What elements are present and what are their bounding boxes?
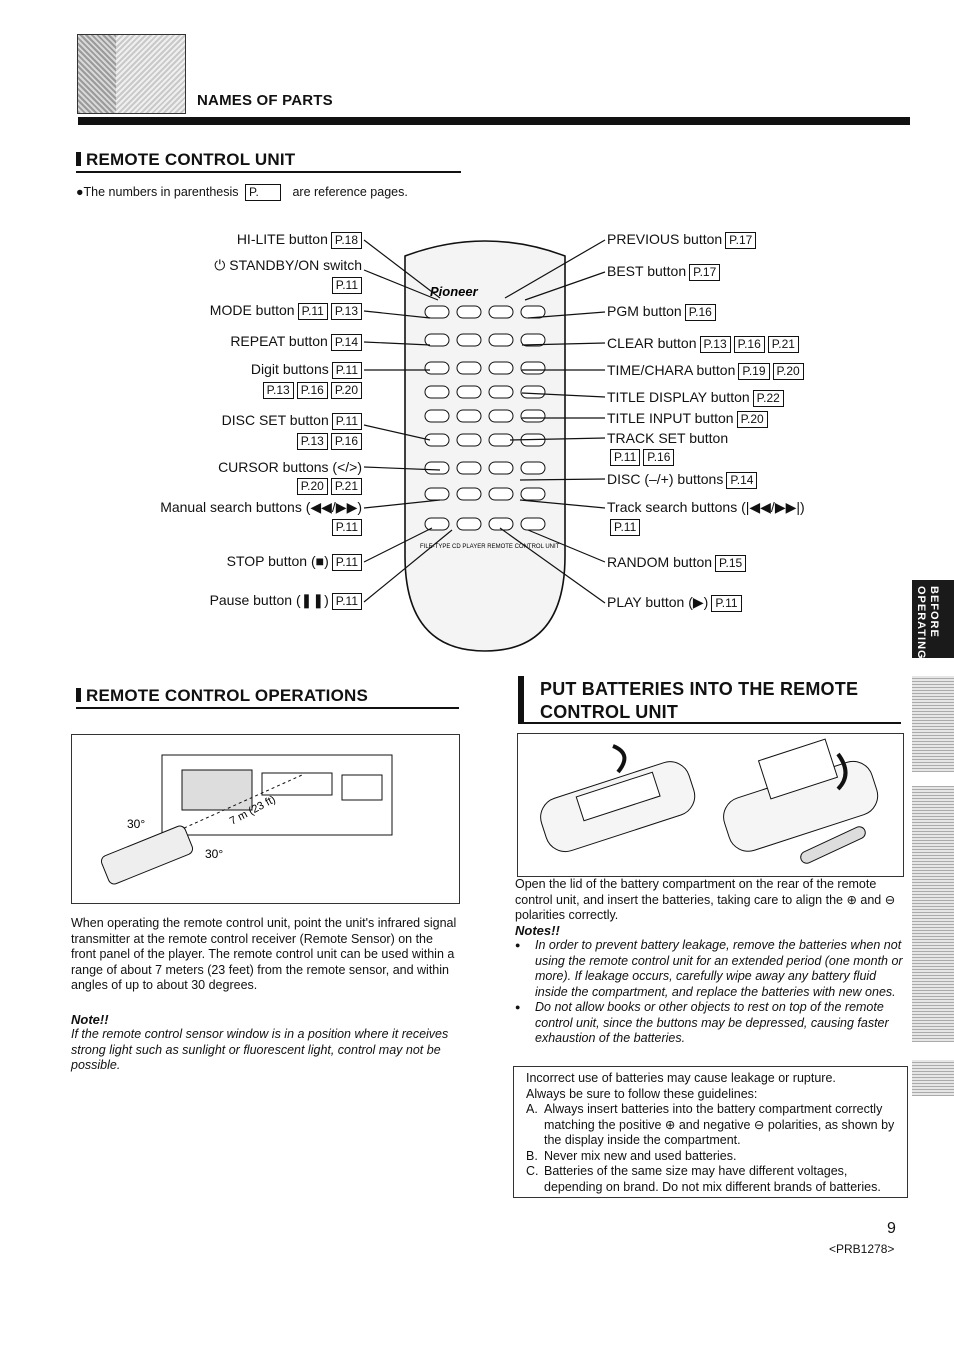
document-code: <PRB1278> — [829, 1242, 894, 1256]
side-tab-gray — [912, 676, 954, 772]
batteries-notes-title: Notes!! — [515, 923, 560, 938]
label-manual-search-buttons: Manual search buttons (◀◀/▶▶)P.11 — [160, 499, 362, 536]
remote-button — [457, 386, 481, 398]
batteries-notes: In order to prevent battery leakage, rem… — [515, 938, 903, 1047]
side-tab-gray — [912, 1060, 954, 1096]
battery-warning-box: Incorrect use of batteries may cause lea… — [513, 1066, 908, 1198]
remote-button — [521, 362, 545, 374]
remote-button — [457, 306, 481, 318]
batteries-body: Open the lid of the battery compartment … — [515, 877, 903, 924]
remote-button — [489, 410, 513, 422]
remote-button — [521, 386, 545, 398]
operations-figure: 30° 30° 7 m (23 ft) — [71, 734, 460, 904]
remote-button — [521, 518, 545, 530]
page-number: 9 — [887, 1220, 896, 1238]
remote-button — [521, 306, 545, 318]
remote-caption: FILE-TYPE CD PLAYER REMOTE CONTROL UNIT — [420, 544, 560, 550]
remote-button — [489, 386, 513, 398]
batteries-title-rule — [518, 722, 901, 724]
remote-button — [521, 410, 545, 422]
batteries-note-item: Do not allow books or other objects to r… — [515, 1000, 903, 1047]
label-play-button: PLAY button (▶)P.11 — [607, 594, 742, 612]
remote-button — [425, 386, 449, 398]
remote-button — [489, 306, 513, 318]
angle-label-bottom: 30° — [205, 847, 223, 861]
label-track-search-buttons: Track search buttons (|◀◀/▶▶|)P.11 — [607, 499, 805, 536]
remote-button — [457, 362, 481, 374]
side-tab-before-operating: BEFORE OPERATING — [912, 580, 954, 658]
angle-label-left: 30° — [127, 817, 145, 831]
remote-button — [425, 410, 449, 422]
remote-button — [425, 334, 449, 346]
intro-note: ●The numbers in parenthesis P. are refer… — [76, 184, 408, 201]
label-stop-button: STOP button (■)P.11 — [227, 553, 362, 571]
remote-button — [521, 462, 545, 474]
remote-button — [457, 462, 481, 474]
battery-warning-item: C.Batteries of the same size may have di… — [526, 1164, 901, 1195]
remote-button — [489, 434, 513, 446]
section-header: NAMES OF PARTS — [197, 92, 333, 109]
batteries-figure — [517, 733, 904, 877]
remote-unit-title: REMOTE CONTROL UNIT — [76, 150, 461, 173]
remote-button — [521, 434, 545, 446]
remote-button — [425, 434, 449, 446]
operations-body: When operating the remote control unit, … — [71, 916, 461, 994]
remote-button — [457, 434, 481, 446]
remote-button — [425, 462, 449, 474]
remote-button — [425, 488, 449, 500]
operations-note-title: Note!! — [71, 1012, 109, 1027]
section-graphic — [77, 34, 186, 114]
remote-button — [425, 518, 449, 530]
remote-brand: Pioneer — [430, 284, 479, 299]
operations-note-text: If the remote control sensor window is i… — [71, 1027, 461, 1074]
remote-button — [489, 488, 513, 500]
header-rule — [78, 117, 910, 125]
remote-button — [489, 462, 513, 474]
remote-button — [489, 518, 513, 530]
battery-warning-item: B.Never mix new and used batteries. — [526, 1149, 901, 1165]
side-tab-gray — [912, 786, 954, 1042]
remote-button — [457, 518, 481, 530]
remote-button — [521, 488, 545, 500]
remote-button — [457, 334, 481, 346]
label-pause-button: Pause button (❚❚)P.11 — [210, 592, 362, 610]
remote-button — [489, 362, 513, 374]
remote-button — [425, 306, 449, 318]
remote-button — [457, 488, 481, 500]
remote-button — [425, 362, 449, 374]
remote-button — [457, 410, 481, 422]
batteries-title: PUT BATTERIES INTO THE REMOTE CONTROL UN… — [540, 678, 858, 724]
remote-illustration: Pioneer FILE-TYPE CD PLAYER REMOTE CONTR… — [395, 226, 575, 656]
battery-warning-item: A.Always insert batteries into the batte… — [526, 1102, 901, 1149]
batteries-note-item: In order to prevent battery leakage, rem… — [515, 938, 903, 1000]
remote-button — [489, 334, 513, 346]
operations-title: REMOTE CONTROL OPERATIONS — [76, 686, 459, 709]
batteries-title-mark — [518, 676, 524, 722]
remote-button — [521, 334, 545, 346]
